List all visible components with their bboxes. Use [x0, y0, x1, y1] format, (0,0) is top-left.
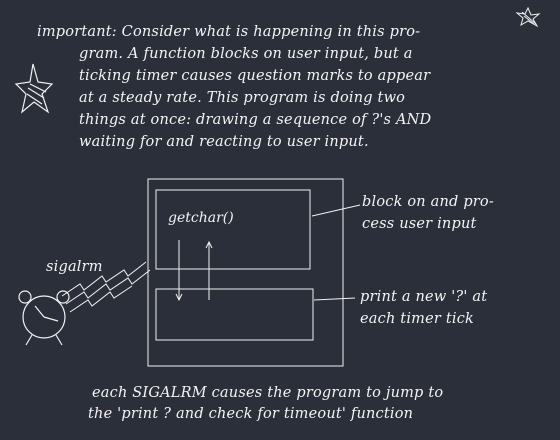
callout-lines [311, 204, 361, 301]
getchar-box [155, 189, 311, 270]
intro-line-1: important: Consider what is happening in… [37, 24, 421, 40]
bottom-callout-line-2: each timer tick [360, 311, 475, 327]
alarm-clock-icon [18, 290, 70, 346]
getchar-label: getchar() [168, 210, 234, 226]
top-callout-line-2: cess user input [362, 216, 477, 232]
top-callout-line-1: block on and pro- [362, 194, 494, 210]
small-star-icon [515, 6, 541, 28]
print-box [155, 288, 314, 341]
bottom-callout-line-1: print a new '?' at [360, 289, 488, 305]
intro-line-4: at a steady rate. This program is doing … [79, 90, 406, 106]
star-icon [14, 63, 54, 114]
sigalrm-label: sigalrm [46, 259, 103, 275]
intro-line-3: ticking timer causes question marks to a… [79, 68, 431, 84]
intro-line-6: waiting for and reacting to user input. [79, 134, 369, 150]
footer-line-2: the 'print ? and check for timeout' func… [88, 406, 414, 422]
footer-line-1: each SIGALRM causes the program to jump … [92, 385, 444, 401]
lightning-icon [61, 261, 151, 313]
flow-arrows [175, 240, 213, 302]
intro-line-5: things at once: drawing a sequence of ?'… [79, 112, 432, 128]
intro-line-2: gram. A function blocks on user input, b… [79, 46, 413, 62]
program-box [147, 178, 344, 367]
